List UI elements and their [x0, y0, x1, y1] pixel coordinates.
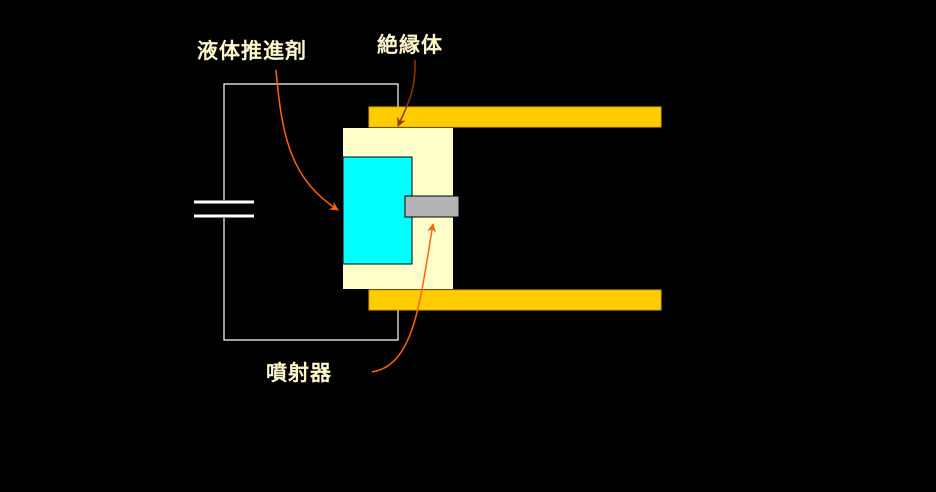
wire-bottom	[223, 218, 399, 341]
circuit-wire	[223, 83, 399, 341]
nozzle-label: 噴射器	[266, 361, 332, 385]
insulator-arrow	[397, 59, 416, 127]
nozzle-block	[404, 195, 460, 218]
wire-top	[223, 83, 399, 200]
propellant-label: 液体推進剤	[197, 39, 307, 63]
bottom-electrode	[368, 289, 662, 311]
insulator-label: 絶縁体	[377, 33, 443, 57]
capacitor-icon	[194, 200, 254, 218]
top-electrode	[368, 106, 662, 128]
propellant-arrow	[275, 69, 339, 211]
propellant-block	[342, 156, 413, 265]
nozzle-arrow	[371, 223, 437, 373]
